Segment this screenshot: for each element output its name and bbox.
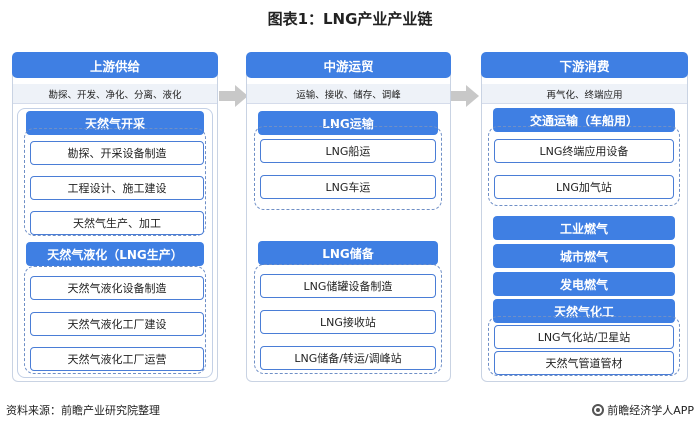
brand-mark: 前瞻经济学人APP	[592, 402, 694, 418]
group-gas-chemical: 天然气化工	[493, 299, 675, 323]
midstream-header: 中游运贸	[246, 52, 451, 78]
item-storage-tank-equipment: LNG储罐设备制造	[260, 274, 436, 298]
group-industrial-gas: 工业燃气	[493, 216, 675, 240]
item-lng-terminal-equipment: LNG终端应用设备	[494, 139, 674, 163]
item-liquefaction-plant-build: 天然气液化工厂建设	[30, 312, 204, 336]
brand-name: 前瞻经济学人APP	[607, 404, 694, 417]
arrow-head-2	[466, 85, 479, 107]
upstream-header: 上游供给	[12, 52, 218, 78]
item-gas-production: 天然气生产、加工	[30, 211, 204, 235]
item-lng-shipping: LNG船运	[260, 139, 436, 163]
group-power-gas: 发电燃气	[493, 272, 675, 296]
group-gas-extraction-frame	[24, 128, 206, 236]
brand-logo-icon	[592, 404, 605, 416]
item-liquefaction-equipment: 天然气液化设备制造	[30, 276, 204, 300]
group-gas-extraction: 天然气开采	[26, 111, 204, 135]
item-engineering-construction: 工程设计、施工建设	[30, 176, 204, 200]
arrow-upstream-to-midstream	[219, 91, 237, 101]
group-transportation-frame	[488, 126, 680, 206]
group-gas-liquefaction: 天然气液化（LNG生产）	[26, 242, 204, 266]
item-lng-refuel-station: LNG加气站	[494, 175, 674, 199]
group-gas-liquefaction-frame	[24, 266, 206, 374]
arrow-midstream-to-downstream	[450, 91, 468, 101]
chart-title: 图表1：LNG产业产业链	[267, 10, 433, 28]
arrow-head-1	[235, 85, 248, 107]
item-gasification-station: LNG气化站/卫星站	[494, 325, 674, 349]
item-storage-transfer-peak: LNG储备/转运/调峰站	[260, 346, 436, 370]
downstream-header: 下游消费	[481, 52, 688, 78]
downstream-subtitle: 再气化、终端应用	[482, 84, 687, 104]
group-city-gas: 城市燃气	[493, 244, 675, 268]
group-lng-transport-frame	[254, 126, 442, 210]
group-lng-storage-frame	[254, 264, 442, 374]
item-liquefaction-plant-ops: 天然气液化工厂运营	[30, 347, 204, 371]
upstream-subtitle: 勘探、开发、净化、分离、液化	[13, 84, 217, 104]
item-exploration-equipment: 勘探、开采设备制造	[30, 141, 204, 165]
midstream-subtitle: 运输、接收、储存、调峰	[247, 84, 450, 104]
group-gas-chemical-frame	[488, 316, 680, 376]
group-lng-storage: LNG储备	[258, 241, 438, 265]
group-transportation-use: 交通运输（车船用）	[493, 108, 675, 132]
item-lng-trucking: LNG车运	[260, 175, 436, 199]
group-lng-transport: LNG运输	[258, 111, 438, 135]
item-gas-pipeline: 天然气管道管材	[494, 351, 674, 375]
item-lng-terminal: LNG接收站	[260, 310, 436, 334]
source-note: 资料来源：前瞻产业研究院整理	[6, 404, 160, 417]
